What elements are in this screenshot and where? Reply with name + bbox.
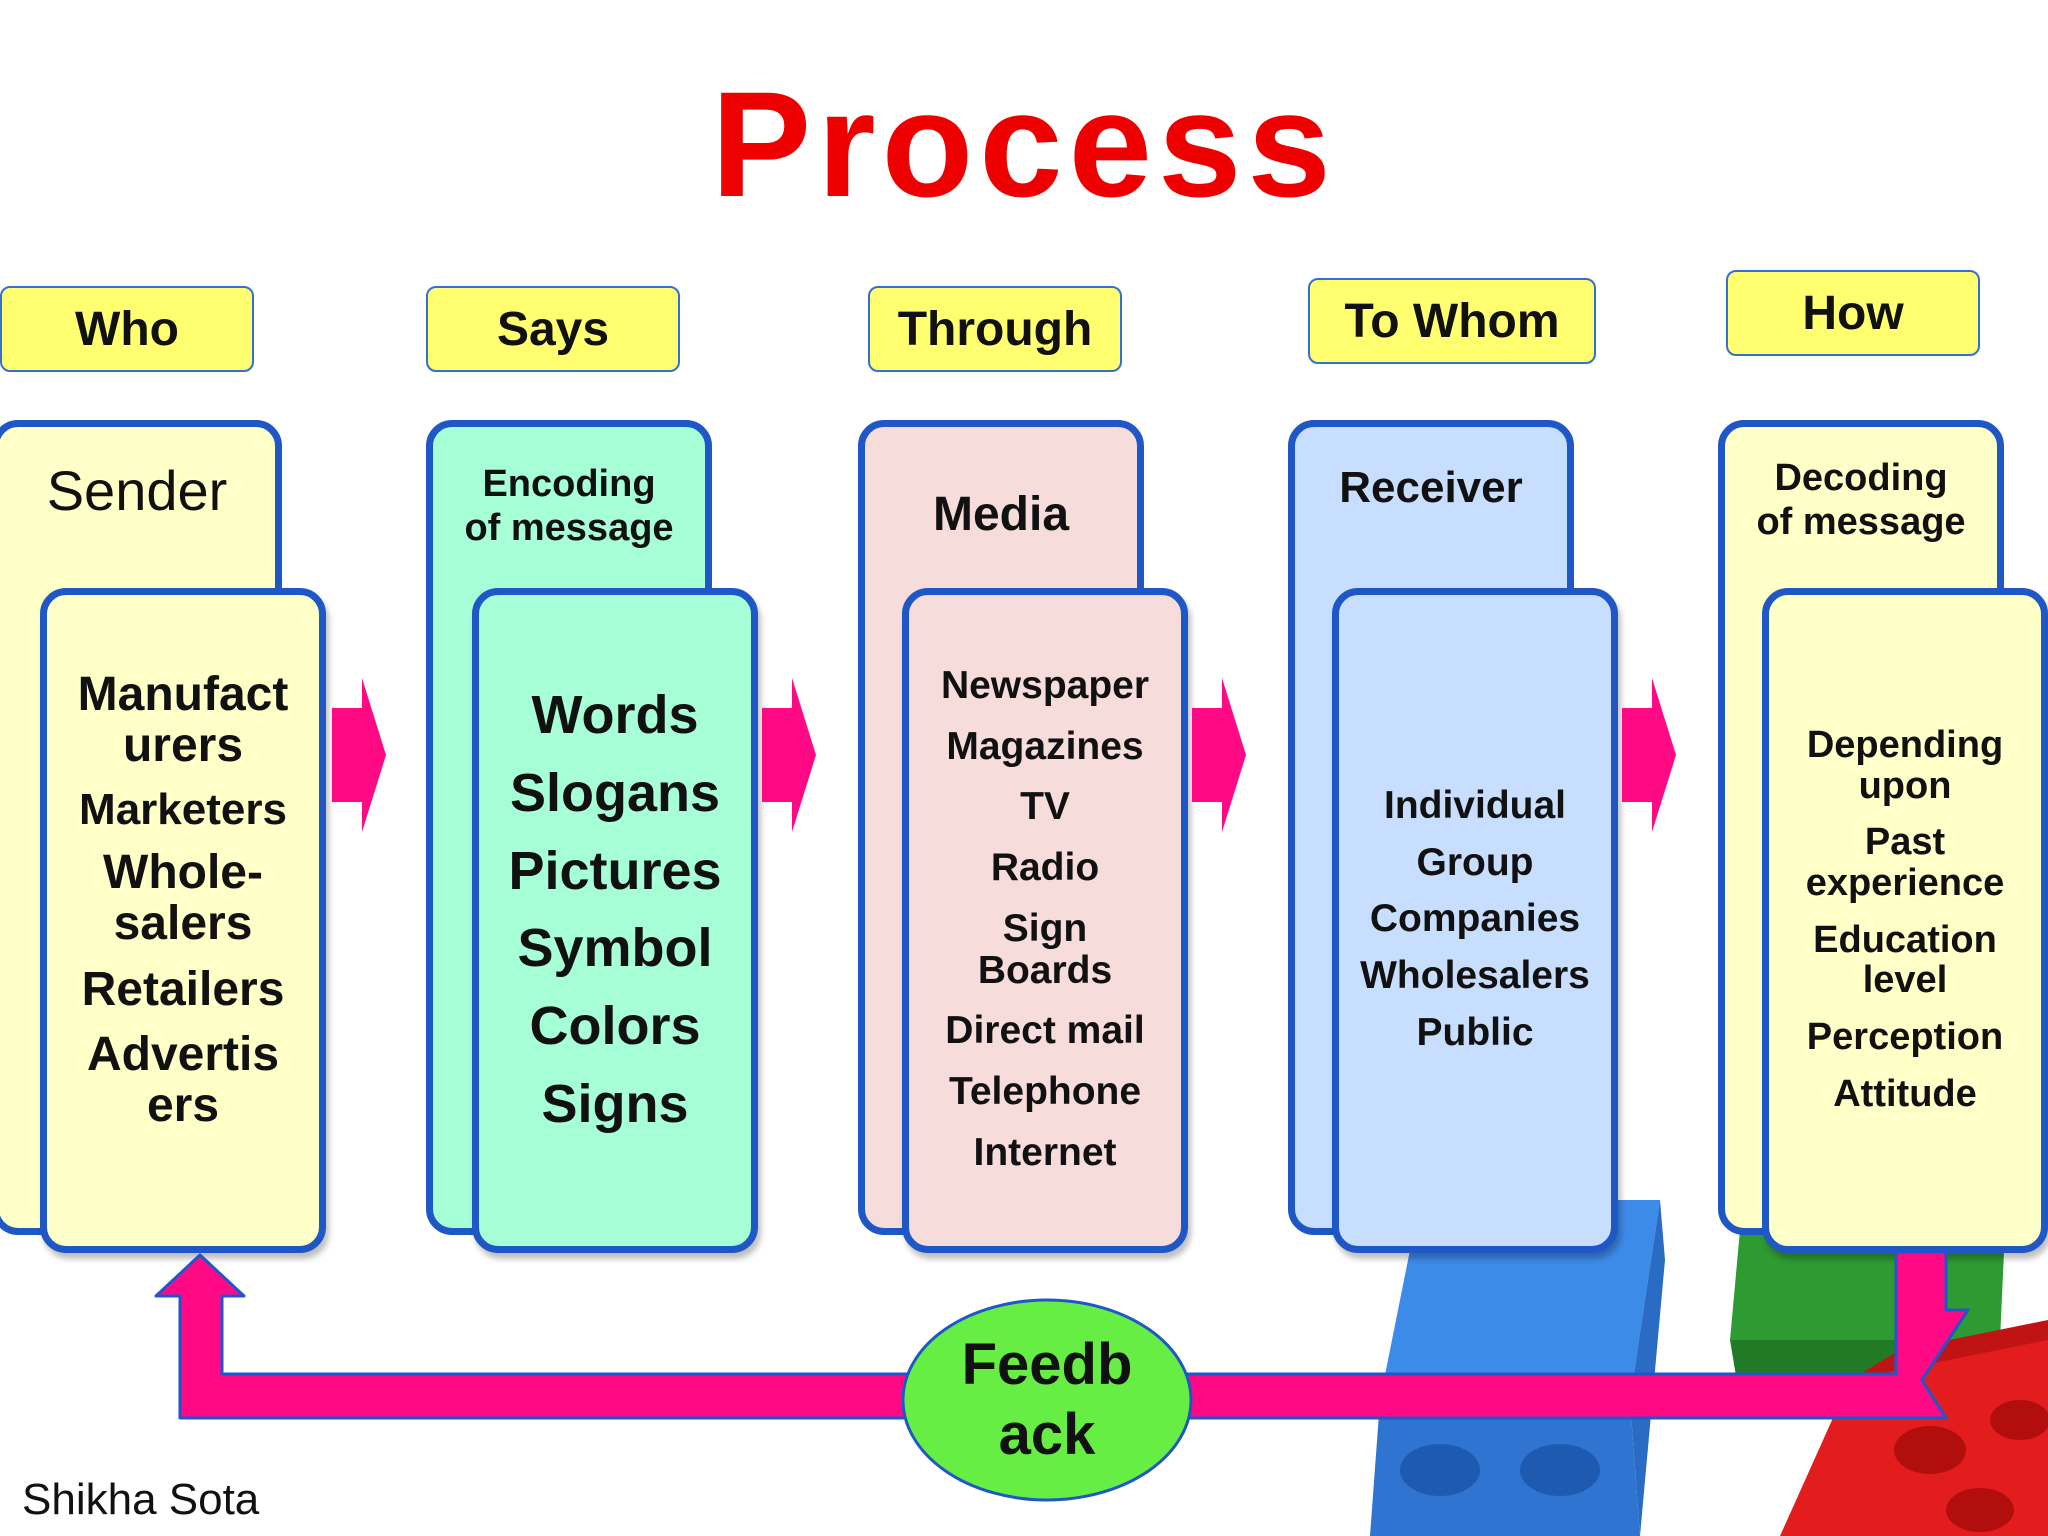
list-item: Newspaper <box>940 664 1150 707</box>
feedback-ellipse <box>901 1298 1193 1502</box>
decoding-label: Decoding of message <box>1756 457 1966 543</box>
list-item: Retailers <box>81 962 285 1016</box>
right-arrow-icon <box>332 678 386 832</box>
receiver-label: Receiver <box>1339 463 1523 512</box>
list-item: Words <box>531 685 699 745</box>
list-item: Internet <box>973 1130 1117 1174</box>
list-item: Companies <box>1369 897 1581 941</box>
media-front-card: Newspaper Magazines TV Radio Sign Boards… <box>902 588 1188 1253</box>
list-item: Whole- salers <box>103 845 263 951</box>
feedback-label: Feedb ack <box>961 1332 1133 1467</box>
list-item: Sign Boards <box>977 906 1113 992</box>
list-item: Pictures <box>508 840 722 901</box>
feedback-loop-arrow <box>154 1250 1970 1420</box>
header-to-whom: To Whom <box>1308 278 1596 364</box>
list-item: Attitude <box>1833 1072 1977 1115</box>
list-item: Symbol <box>517 918 713 979</box>
receiver-front-card: Individual Group Companies Wholesalers P… <box>1332 588 1618 1253</box>
list-item: Colors <box>529 996 701 1057</box>
list-item: Telephone <box>948 1070 1142 1114</box>
receiver-list: Individual Group Companies Wholesalers P… <box>1339 785 1611 1054</box>
list-item: Group <box>1416 840 1534 884</box>
media-list: Newspaper Magazines TV Radio Sign Boards… <box>909 665 1181 1173</box>
list-item: Radio <box>990 846 1100 890</box>
right-arrow-icon <box>1622 678 1676 832</box>
sender-label: Sender <box>46 459 228 522</box>
decoding-front-card: Depending upon Past experience Education… <box>1762 588 2048 1253</box>
list-item: Individual <box>1383 784 1566 827</box>
sender-front-card: Manufact urers Marketers Whole- salers R… <box>40 588 326 1253</box>
encoding-list: Words Slogans Pictures Symbol Colors Sig… <box>479 685 751 1134</box>
list-item: Education level <box>1813 918 1997 1002</box>
list-item: Wholesalers <box>1360 954 1590 998</box>
list-item: Signs <box>541 1073 689 1134</box>
list-item: Depending upon <box>1806 724 2004 807</box>
list-item: Perception <box>1806 1015 2004 1058</box>
list-item: Magazines <box>946 724 1144 768</box>
list-item: Past experience <box>1805 821 2005 904</box>
red-lego-block <box>1780 1320 2048 1536</box>
header-says: Says <box>426 286 680 372</box>
list-item: Public <box>1416 1010 1534 1054</box>
list-item: Advertis ers <box>86 1027 280 1133</box>
encoding-front-card: Words Slogans Pictures Symbol Colors Sig… <box>472 588 758 1253</box>
right-arrow-icon <box>1192 678 1246 832</box>
list-item: TV <box>1020 785 1070 829</box>
page-title: Process <box>711 60 1337 228</box>
header-how: How <box>1726 270 1980 356</box>
sender-list: Manufact urers Marketers Whole- salers R… <box>47 669 319 1132</box>
decoding-list: Depending upon Past experience Education… <box>1769 725 2041 1114</box>
header-through: Through <box>868 286 1122 372</box>
right-arrow-icon <box>762 678 816 832</box>
encoding-label: Encoding of message <box>464 463 674 549</box>
list-item: Slogans <box>509 762 721 823</box>
author-credit: Shikha Sota <box>22 1475 260 1524</box>
list-item: Manufact urers <box>77 668 289 773</box>
header-who: Who <box>0 286 254 372</box>
media-label: Media <box>932 488 1070 541</box>
list-item: Direct mail <box>945 1009 1145 1053</box>
list-item: Marketers <box>79 784 287 834</box>
